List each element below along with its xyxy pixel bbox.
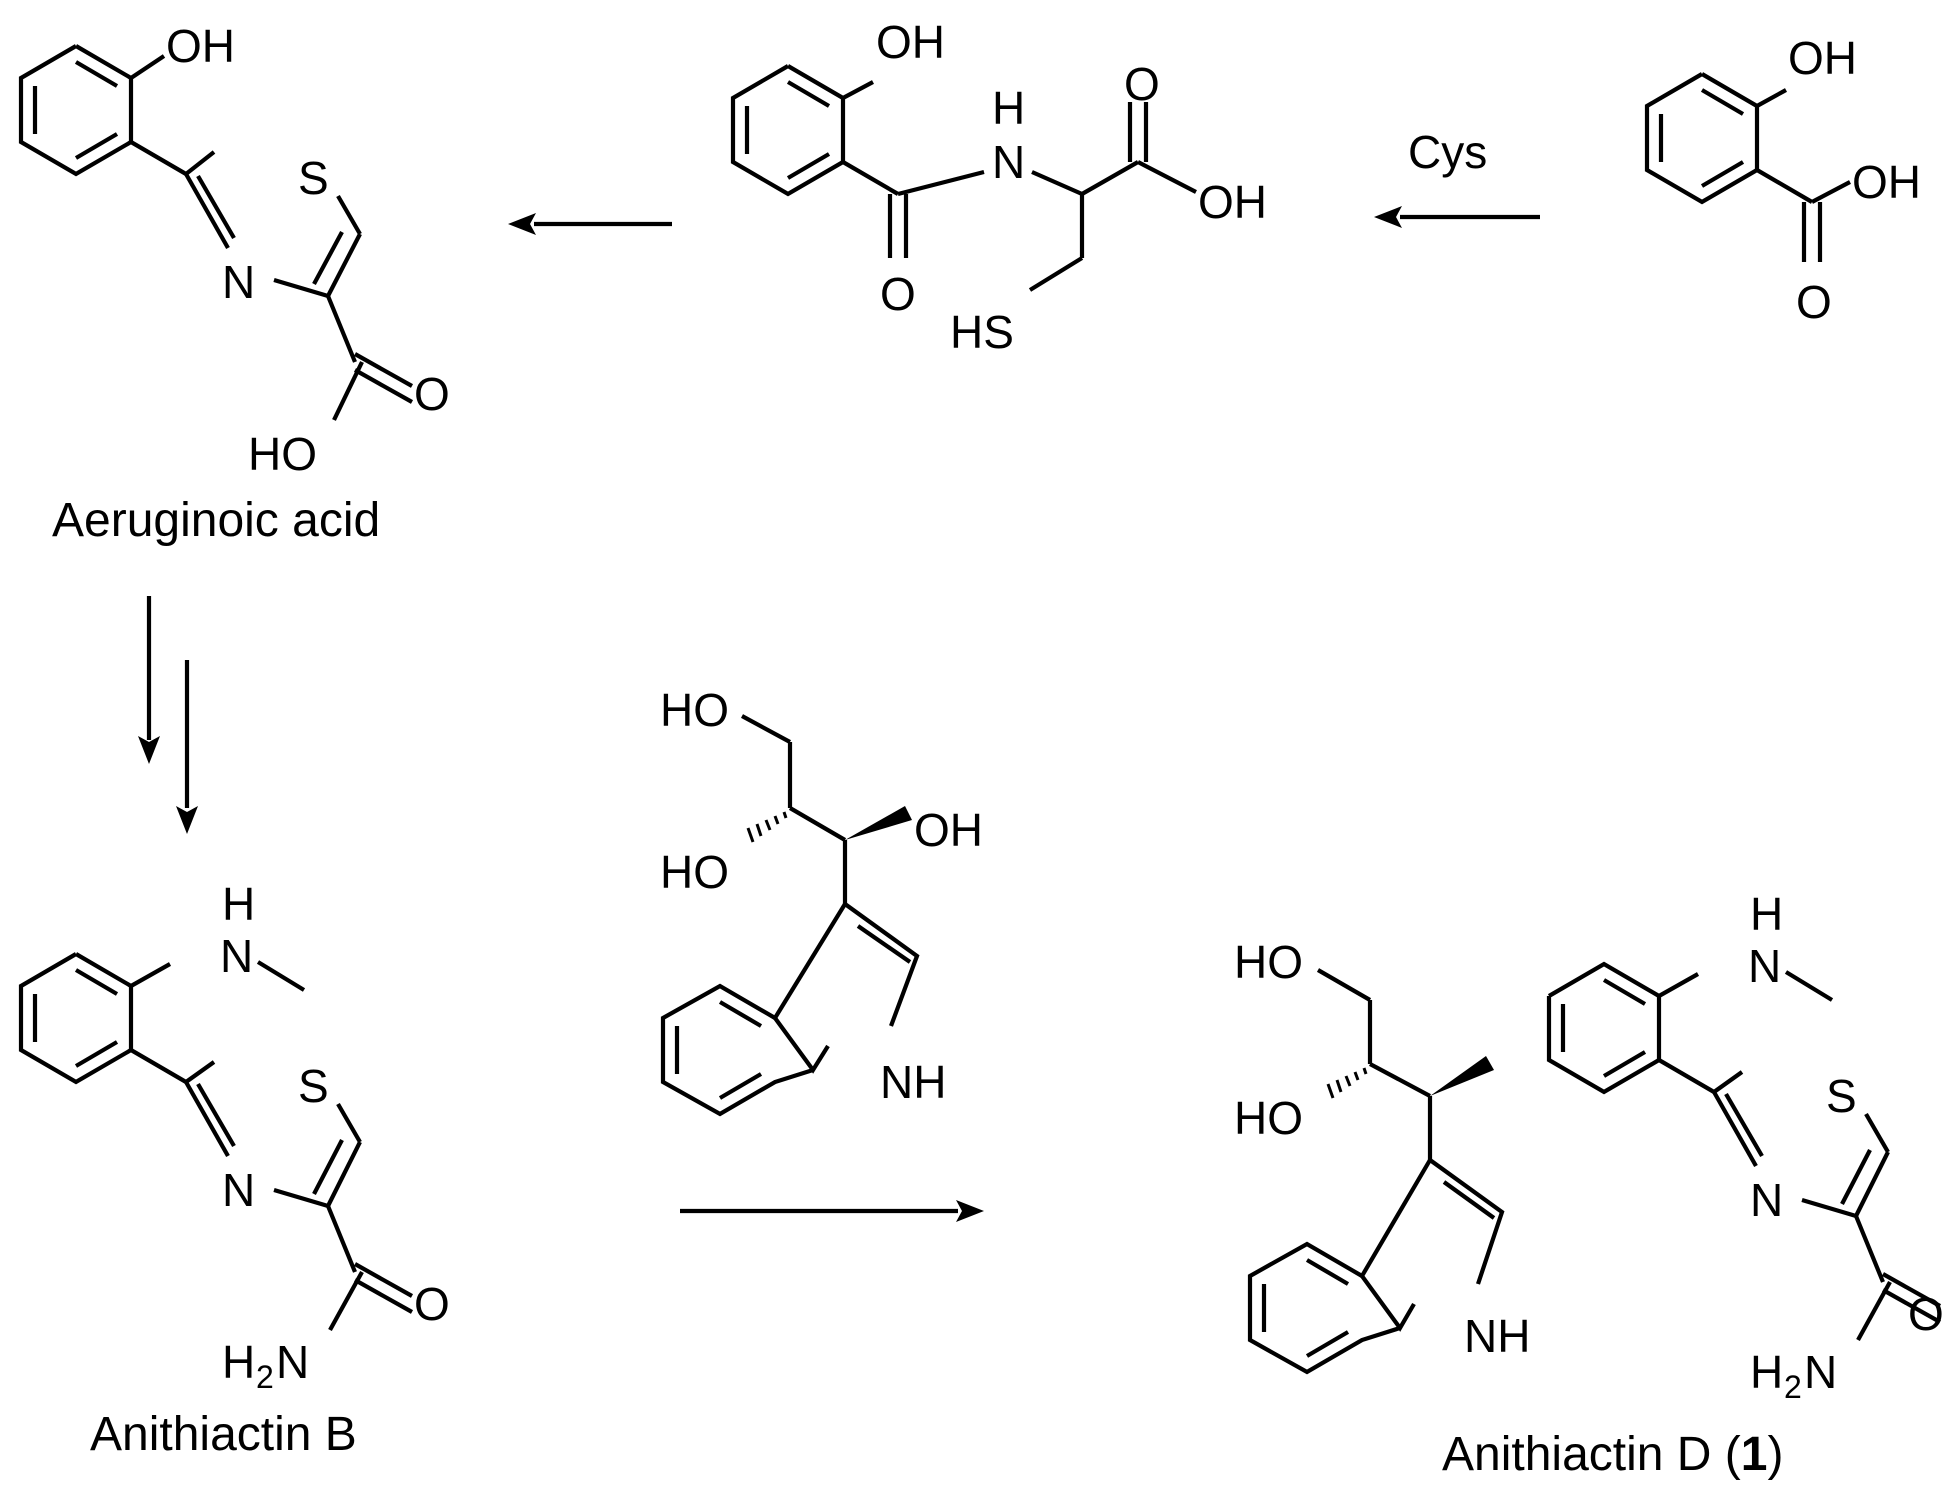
atom-label: H <box>222 878 255 930</box>
atom-subscript: 2 <box>256 1359 274 1395</box>
atom-label: O <box>414 368 450 420</box>
compound-name-anithiactin-d: Anithiactin D (1) <box>1442 1428 1783 1481</box>
compound-name-suffix: ) <box>1767 1428 1783 1481</box>
atom-label: HO <box>1234 1092 1303 1144</box>
reaction-arrow <box>680 1200 984 1222</box>
atom-label: H <box>1750 1346 1783 1398</box>
reaction-arrow-two-steps <box>138 596 198 834</box>
atom-label: O <box>1796 276 1832 328</box>
salicyl-cysteine-structure: OH O N H O OH HS <box>730 16 1267 358</box>
compound-name-prefix: Anithiactin D ( <box>1442 1428 1741 1481</box>
atom-label: NH <box>880 1056 946 1108</box>
atom-label: N <box>1750 1174 1783 1226</box>
atom-label: HS <box>950 306 1014 358</box>
atom-label: N <box>992 136 1025 188</box>
compound-name-aeruginoic-acid: Aeruginoic acid <box>52 494 380 547</box>
atom-label: OH <box>1788 32 1857 84</box>
atom-label: H <box>992 82 1025 134</box>
atom-label: H <box>222 1336 255 1388</box>
atom-label: HO <box>1234 936 1303 988</box>
reaction-arrow-cys: Cys <box>1374 126 1540 228</box>
salicylic-acid-structure: OH OH O <box>1644 32 1921 328</box>
atom-label: HO <box>248 428 317 480</box>
atom-label: S <box>1826 1070 1857 1122</box>
compound-number: 1 <box>1741 1428 1768 1481</box>
atom-label: O <box>1908 1288 1944 1340</box>
atom-label: OH <box>914 804 983 856</box>
anithiactin-d-structure: HO HO NH H N S N O H 2 N Anithiactin D (… <box>1234 888 1944 1481</box>
atom-label: S <box>298 152 329 204</box>
atom-label: OH <box>876 16 945 68</box>
atom-label: O <box>414 1278 450 1330</box>
reaction-arrow <box>508 213 672 235</box>
atom-label: OH <box>1852 156 1921 208</box>
atom-label: N <box>222 256 255 308</box>
atom-label: NH <box>1464 1310 1530 1362</box>
atom-label: HO <box>660 684 729 736</box>
compound-name-anithiactin-b: Anithiactin B <box>90 1408 357 1461</box>
atom-label: HO <box>660 846 729 898</box>
atom-label: O <box>880 268 916 320</box>
reagent-label: Cys <box>1408 126 1487 178</box>
atom-label: N <box>1748 940 1781 992</box>
atom-subscript: 2 <box>1784 1369 1802 1405</box>
atom-label: N <box>1804 1346 1837 1398</box>
atom-label: OH <box>166 20 235 72</box>
atom-label: N <box>220 930 253 982</box>
atom-label: S <box>298 1060 329 1112</box>
atom-label: OH <box>1198 176 1267 228</box>
atom-label: N <box>276 1336 309 1388</box>
aeruginoic-acid-structure: OH S N O HO Aeruginoic acid <box>18 20 450 547</box>
anithiactin-b-structure: H N S N O H 2 N Anithiactin B <box>18 878 450 1461</box>
indolyl-glycerol-structure: HO HO OH NH <box>660 684 983 1117</box>
atom-label: O <box>1124 58 1160 110</box>
atom-label: H <box>1750 888 1783 940</box>
atom-label: N <box>222 1164 255 1216</box>
